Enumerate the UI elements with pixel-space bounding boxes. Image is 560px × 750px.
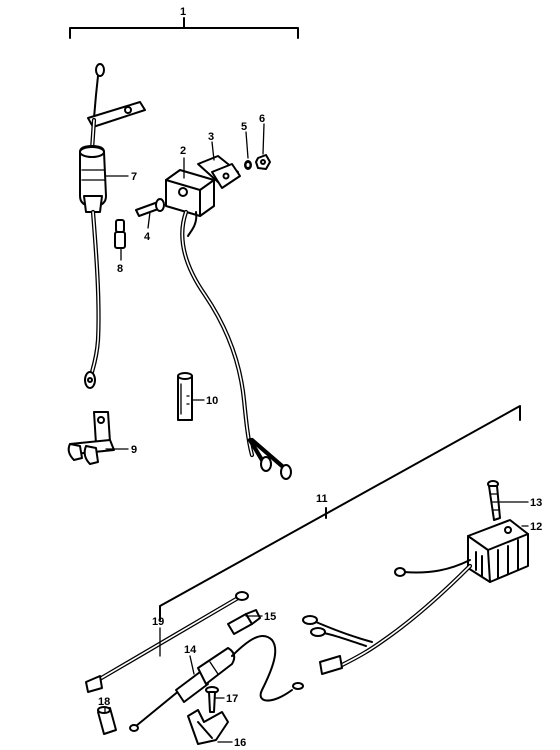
fuse-holder-14: [129, 635, 304, 732]
callout-4: 4: [144, 231, 151, 243]
callouts: 1 2 3 4 5 6 7 8 9 10 11 12 13 14 15 16 1…: [98, 6, 542, 749]
callout-18: 18: [98, 696, 110, 708]
callout-6: 6: [259, 113, 265, 125]
bracket-clip-9: [67, 411, 115, 465]
callout-5: 5: [241, 121, 247, 133]
callout-15: 15: [264, 611, 276, 623]
callout-17: 17: [226, 693, 238, 705]
clip-16: [187, 709, 229, 745]
left-wire-harness: [79, 63, 146, 389]
fuse-15: [227, 609, 261, 635]
callout-14: 14: [184, 644, 197, 656]
nut-6: [255, 154, 271, 170]
callout-9: 9: [131, 444, 137, 456]
screw-4: [135, 198, 165, 217]
callout-16: 16: [234, 737, 246, 749]
callout-1: 1: [180, 6, 186, 18]
bolt-13: [487, 480, 501, 521]
screw-17: [205, 686, 219, 713]
group-bracket-11: [159, 405, 521, 621]
sleeve-10: [177, 372, 193, 421]
callout-10: 10: [206, 395, 218, 407]
callout-2: 2: [180, 145, 186, 157]
washer-5: [244, 160, 252, 170]
callout-11: 11: [316, 493, 328, 505]
regulator-12: [302, 519, 529, 675]
leader-lines: [104, 123, 529, 743]
callout-12: 12: [530, 521, 542, 533]
fuse-8: [114, 219, 126, 249]
callout-19: 19: [152, 616, 164, 628]
callout-13: 13: [530, 497, 542, 509]
sleeve-18: [97, 706, 117, 735]
relay-2: [165, 169, 292, 480]
group-bracket-1: [69, 17, 299, 39]
plate-3: [197, 155, 241, 189]
jumper-wire-19: [85, 591, 249, 693]
callout-3: 3: [208, 131, 214, 143]
callout-8: 8: [117, 263, 123, 275]
callout-7: 7: [131, 171, 137, 183]
